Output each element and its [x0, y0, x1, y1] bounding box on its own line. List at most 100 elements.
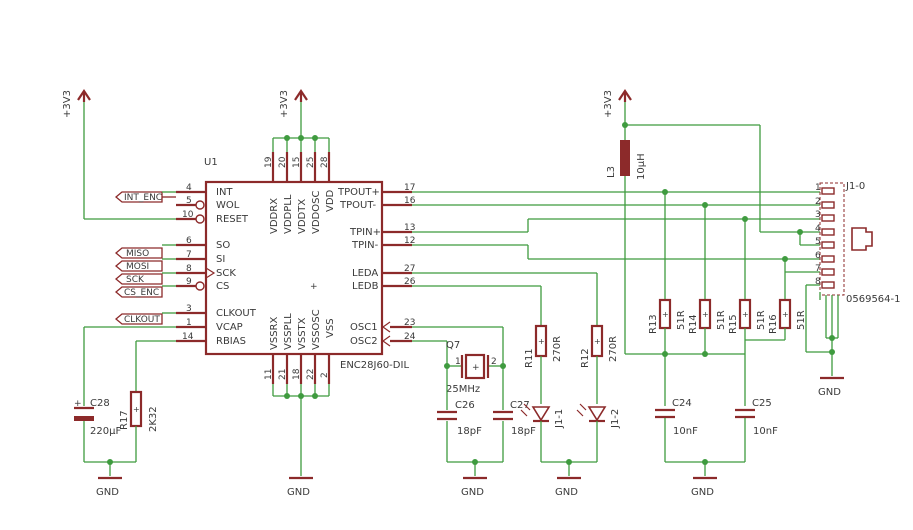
svg-text:C27: C27 [510, 400, 530, 411]
svg-text:0569564-1: 0569564-1 [846, 294, 901, 305]
svg-text:VSSPLL: VSSPLL [283, 313, 294, 350]
j1-connector: J1-0 0569564-1 1 2 3 4 5 6 7 8 [805, 181, 901, 398]
svg-text:SCK: SCK [216, 268, 236, 279]
tp-wires [412, 124, 820, 286]
svg-text:J1-2: J1-2 [610, 409, 621, 429]
u1-bottom-pins: 11 21 18 22 2 VSSRX VSSPLL VSSTX VSSOSC … [264, 309, 336, 384]
svg-text:VDDTX: VDDTX [297, 199, 308, 234]
r17-resistor: + R17 2K32 [119, 340, 176, 462]
r12-resistor: + R12 270R [412, 272, 619, 404]
svg-text:L3: L3 [606, 166, 617, 178]
svg-text:R17: R17 [119, 410, 130, 430]
led-j1-1: J1-1 [520, 403, 565, 462]
svg-text:TPIN-: TPIN- [351, 240, 379, 251]
svg-text:51R: 51R [676, 310, 687, 330]
svg-text:10µH: 10µH [636, 153, 647, 180]
svg-text:+: + [538, 337, 545, 346]
svg-text:10nF: 10nF [673, 426, 698, 437]
svg-text:15: 15 [292, 157, 302, 168]
gnd-leds: GND [541, 459, 597, 498]
svg-text:10nF: 10nF [753, 426, 778, 437]
net-miso: MISO [126, 249, 149, 259]
gnd-tp-caps: GND [665, 459, 745, 498]
svg-text:C26: C26 [455, 400, 475, 411]
u1-name: ENC28J60-DIL [340, 360, 409, 371]
svg-text:8: 8 [186, 264, 192, 274]
svg-text:+: + [702, 310, 709, 319]
svg-text:OSC1: OSC1 [350, 322, 378, 333]
svg-text:17: 17 [404, 183, 415, 193]
power-3v3-label: +3V3 [279, 90, 290, 118]
svg-text:+: + [782, 310, 789, 319]
svg-text:9: 9 [186, 277, 192, 287]
svg-text:7: 7 [186, 250, 192, 260]
svg-text:6: 6 [186, 236, 192, 246]
svg-text:4: 4 [815, 224, 821, 234]
svg-text:21: 21 [278, 369, 288, 380]
svg-text:TPIN+: TPIN+ [349, 227, 381, 238]
svg-text:8: 8 [815, 277, 821, 287]
svg-text:26: 26 [404, 277, 416, 287]
svg-text:VSS: VSS [325, 318, 336, 338]
svg-text:4: 4 [186, 183, 192, 193]
power-3v3-label: +3V3 [603, 90, 614, 118]
svg-text:OSC2: OSC2 [350, 336, 378, 347]
svg-text:5: 5 [186, 196, 192, 206]
svg-text:VDDRX: VDDRX [269, 198, 280, 234]
svg-text:GND: GND [96, 487, 119, 498]
svg-text:18pF: 18pF [457, 426, 482, 437]
svg-text:27: 27 [404, 264, 415, 274]
c27-capacitor: C27 18pF [493, 366, 536, 462]
power-wires [83, 102, 330, 476]
svg-text:SO: SO [216, 240, 230, 251]
net-clkout: CLKOUT [124, 315, 160, 325]
svg-text:+: + [662, 310, 669, 319]
u1-right-pins: 17 TPOUT+ 16 TPOUT- 13 TPIN+ 12 TPIN- 27… [337, 183, 416, 347]
svg-text:25: 25 [306, 157, 316, 168]
svg-text:GND: GND [555, 487, 578, 498]
svg-text:C28: C28 [90, 398, 110, 409]
q7-crystal: + Q7 1 2 25MHz [412, 326, 506, 395]
r11-resistor: + R11 270R [412, 285, 563, 404]
svg-text:13: 13 [404, 223, 415, 233]
svg-text:18: 18 [292, 368, 302, 380]
svg-text:VSSRX: VSSRX [269, 317, 280, 350]
svg-text:2K32: 2K32 [148, 406, 159, 432]
c24-capacitor: C24 10nF [655, 398, 698, 462]
svg-text:VSSOSC: VSSOSC [311, 309, 322, 350]
svg-text:22: 22 [306, 369, 316, 380]
svg-text:TPOUT-: TPOUT- [339, 200, 377, 211]
svg-text:R11: R11 [524, 348, 535, 368]
svg-text:7: 7 [815, 264, 821, 274]
power-3v3-right: +3V3 [603, 89, 632, 118]
svg-text:R16: R16 [768, 314, 779, 334]
svg-text:LEDB: LEDB [352, 281, 379, 292]
svg-text:WOL: WOL [216, 200, 240, 211]
svg-text:23: 23 [404, 318, 415, 328]
svg-text:14: 14 [182, 332, 194, 342]
svg-text:5: 5 [815, 237, 821, 247]
svg-text:SI: SI [216, 254, 225, 265]
svg-text:3: 3 [186, 304, 192, 314]
svg-text:CLKOUT: CLKOUT [216, 308, 257, 319]
net-cs-enc: CS_ENC [124, 288, 159, 298]
svg-text:C25: C25 [752, 398, 772, 409]
svg-text:16: 16 [404, 196, 416, 206]
svg-text:18pF: 18pF [511, 426, 536, 437]
svg-text:1: 1 [186, 318, 192, 328]
net-labels: INT_ENC MISO MOSI SCK CS_ENC CLKOUT [114, 191, 176, 325]
svg-text:GND: GND [818, 387, 841, 398]
gnd-c28-r17: GND [84, 459, 136, 498]
r13-resistor: + R13 51R [648, 189, 687, 406]
svg-text:R12: R12 [580, 348, 591, 368]
u1-ref: U1 [204, 157, 218, 168]
svg-text:270R: 270R [608, 336, 619, 362]
u1-top-pins: 19 20 15 25 28 VDDRX VDDPLL VDDTX VDDOSC… [264, 152, 336, 234]
svg-text:2: 2 [815, 197, 821, 207]
svg-text:CS: CS [216, 281, 229, 292]
net-mosi: MOSI [126, 262, 149, 272]
svg-text:220µF: 220µF [90, 426, 121, 437]
svg-text:20: 20 [278, 156, 288, 168]
svg-text:51R: 51R [796, 310, 807, 330]
